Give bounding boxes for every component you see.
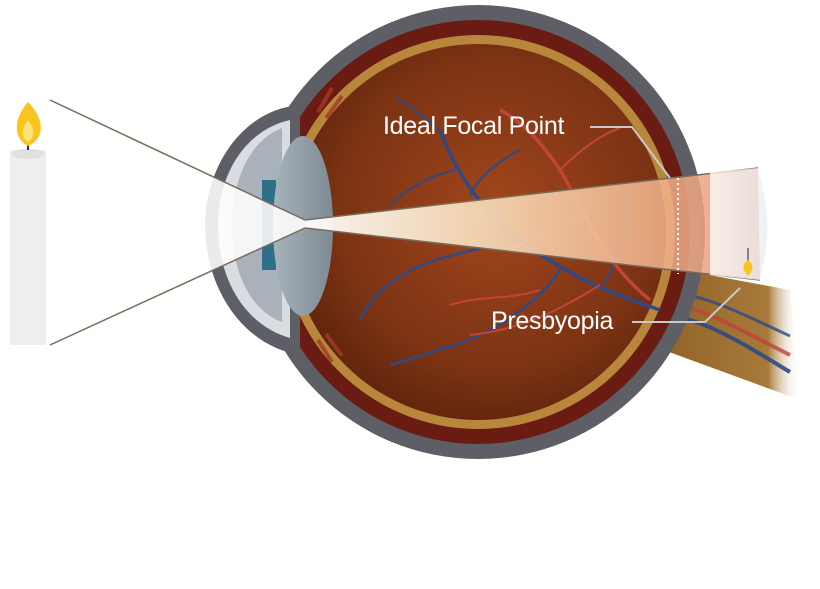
candle-image-icon: [743, 248, 753, 276]
presbyopia-label: Presbyopia: [491, 307, 614, 335]
light-rays: [49, 99, 761, 346]
ideal-focal-point-label: Ideal Focal Point: [383, 112, 565, 140]
ideal-focal-point-leader: [590, 126, 671, 179]
presbyopia-leader: [632, 287, 741, 323]
candle-icon: [10, 102, 46, 345]
ciliary-muscle: [316, 86, 344, 364]
image-plane: [710, 168, 768, 280]
